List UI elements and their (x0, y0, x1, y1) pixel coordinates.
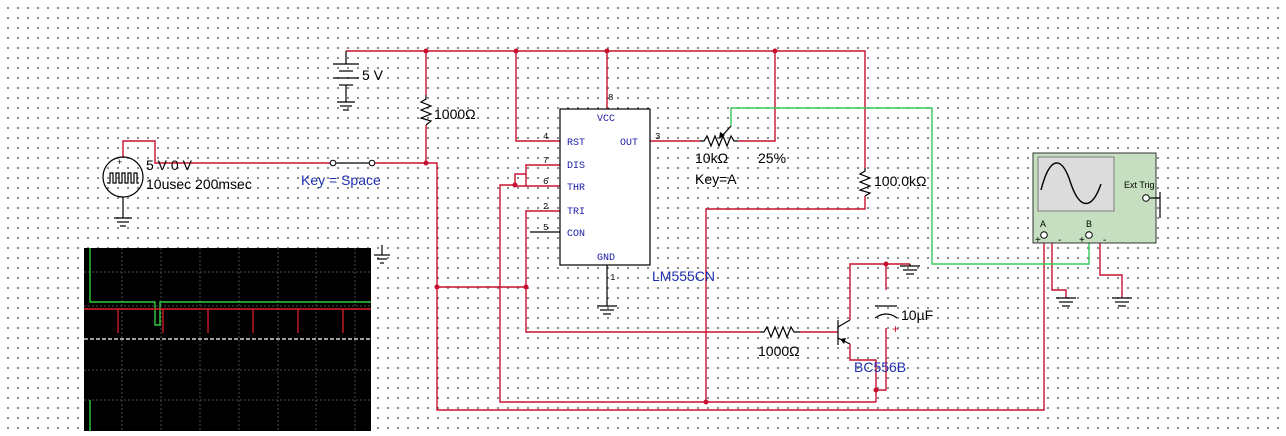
channel-a-minus: - (1058, 235, 1061, 246)
transistor-name: BC556B (854, 359, 906, 375)
transistor-pnp[interactable]: BC556B (837, 319, 906, 375)
pin-vcc: VCC (597, 114, 615, 125)
clock-source[interactable]: + 5 V 0 V 10usec 200msec (102, 156, 252, 227)
clock-line2: 10usec 200msec (146, 176, 252, 192)
key-switch[interactable]: Key = Space (301, 159, 381, 188)
wires (122, 50, 1123, 411)
svg-text:+: + (117, 158, 122, 168)
pin-dis: DIS (567, 161, 585, 172)
ext-trig-terminal[interactable] (1142, 194, 1150, 202)
channel-b-label: B (1086, 219, 1092, 229)
channel-a-label: A (1040, 219, 1046, 229)
capacitor-polarity: + (892, 322, 899, 336)
pot-key: Key=A (695, 171, 737, 187)
scope-display (84, 248, 371, 431)
ext-trig-label: Ext Trig (1124, 180, 1155, 190)
pin-rst: RST (567, 138, 585, 149)
channel-b-plus: + (1079, 235, 1085, 246)
resistor-top[interactable]: 1000Ω (419, 95, 476, 126)
probe-wire (730, 107, 1090, 265)
channel-a-plus: + (1035, 235, 1041, 246)
pin-num-vcc: 8 (608, 93, 613, 103)
pin-thr: THR (567, 183, 585, 194)
capacitor-value: 10µF (901, 307, 933, 323)
pin-num-tri: 2 (543, 202, 548, 212)
clock-line1: 5 V 0 V (146, 157, 193, 173)
pin-num-con: 5 (543, 223, 548, 233)
pot-value: 10kΩ (695, 150, 728, 166)
pin-out: OUT (620, 138, 638, 149)
resistor-base-value: 1000Ω (758, 343, 800, 359)
capacitor[interactable]: + 10µF (874, 305, 933, 336)
pin-num-gnd: 1 (610, 273, 615, 283)
trace-channel-b (89, 248, 371, 326)
pin-num-thr: 6 (543, 177, 548, 187)
pin-gnd: GND (597, 253, 615, 264)
pin-tri: TRI (567, 207, 585, 218)
sine-wave-icon (1040, 162, 1102, 204)
pin-num-out: 3 (655, 132, 660, 142)
ground-icon (900, 264, 920, 275)
scope-grid (84, 248, 371, 431)
pin-num-rst: 4 (543, 132, 548, 142)
pot-percent: 25% (758, 150, 786, 166)
resistor-base[interactable]: 1000Ω (758, 325, 800, 359)
source-voltage-label: 5 V (362, 67, 384, 83)
oscilloscope[interactable]: Ext Trig A B + - + - (1032, 152, 1161, 246)
ground-icon (1112, 297, 1132, 307)
channel-b-minus: - (1103, 235, 1106, 246)
pin-con: CON (567, 229, 585, 240)
resistor-right[interactable]: 100.0kΩ (858, 168, 927, 197)
dc-voltage-source[interactable]: 5 V (333, 51, 384, 111)
ground-icon (374, 245, 390, 264)
ground-icon (1056, 297, 1076, 307)
junction-nodes (423, 48, 889, 405)
pin-num-dis: 7 (543, 156, 548, 166)
switch-label: Key = Space (301, 172, 381, 188)
channel-a-terminal[interactable] (1040, 231, 1048, 239)
ic-name: LM555CN (652, 268, 715, 284)
resistor-top-value: 1000Ω (434, 106, 476, 122)
potentiometer[interactable]: 10kΩ 25% Key=A (695, 125, 786, 187)
resistor-right-value: 100.0kΩ (874, 173, 927, 189)
ic-555[interactable]: 8 VCC 4 RST 3 OUT 7 DIS 6 THR 2 TRI 5 CO… (530, 93, 715, 315)
channel-b-terminal[interactable] (1085, 231, 1093, 239)
